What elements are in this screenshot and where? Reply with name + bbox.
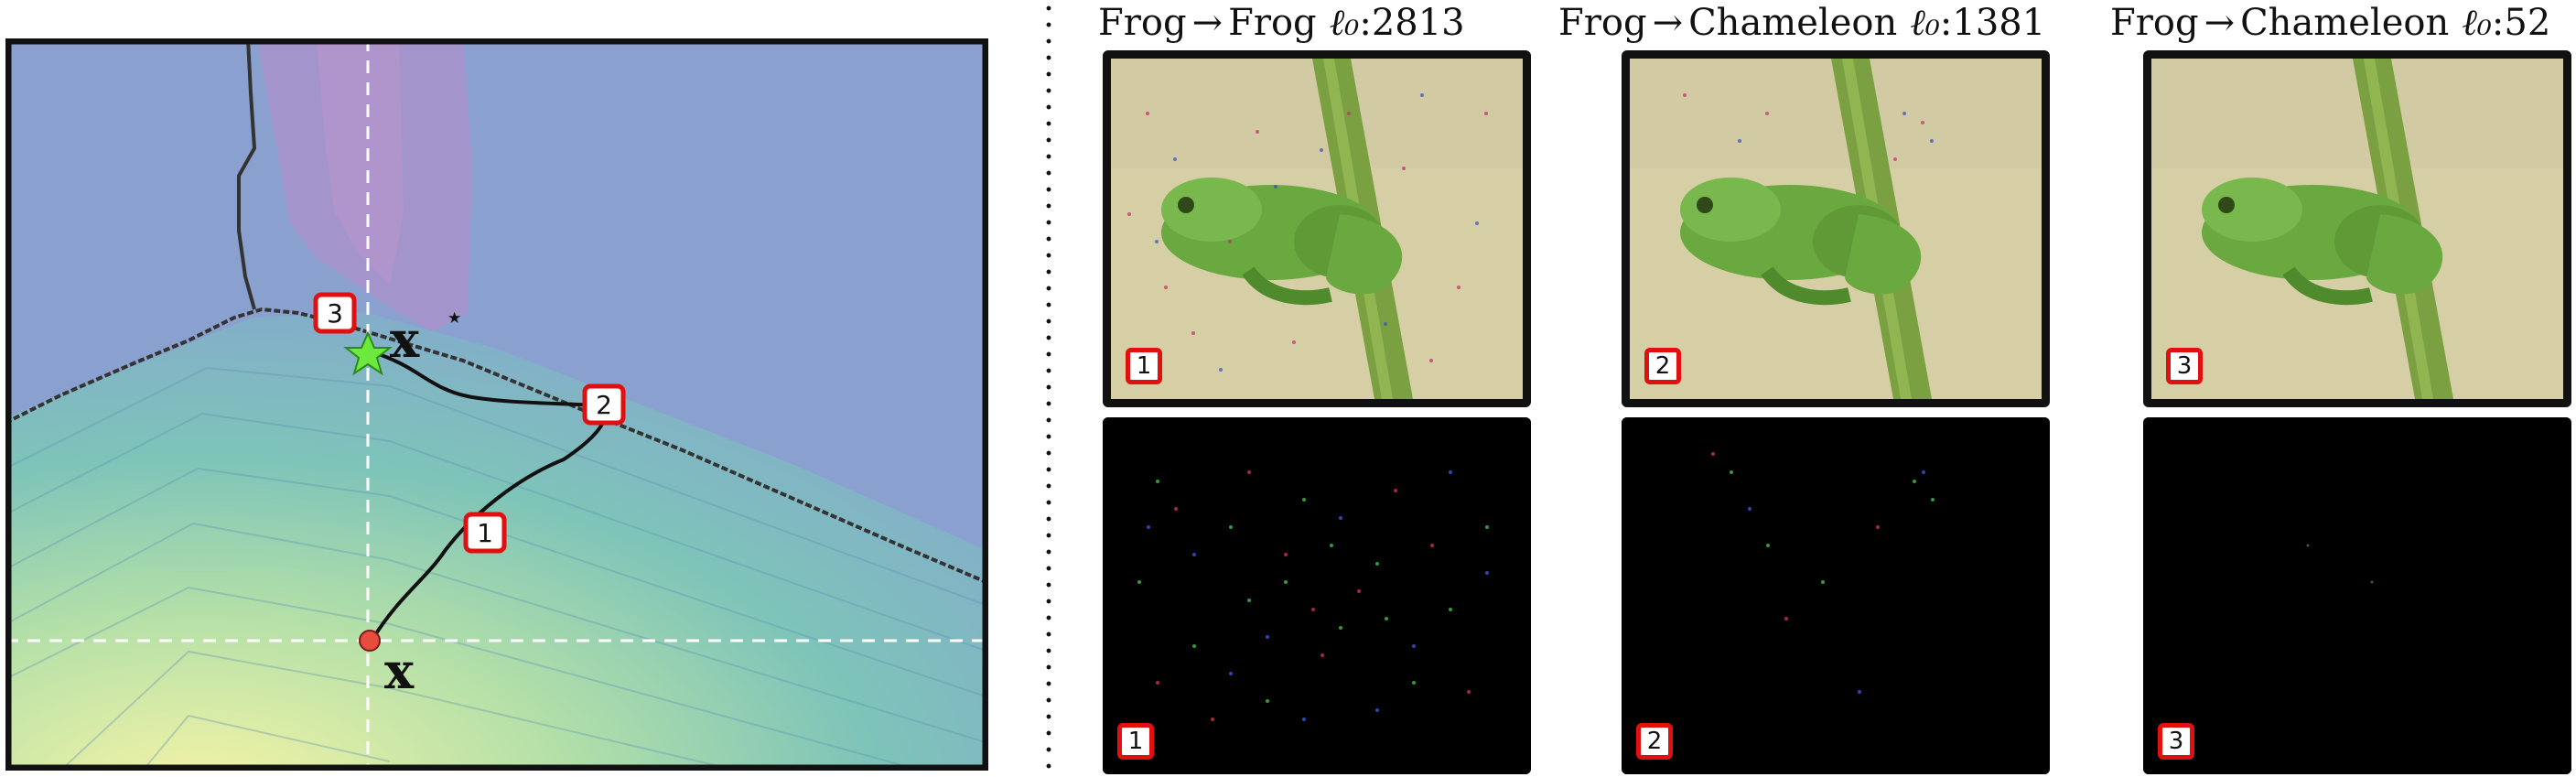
perturbation-map-1: 1: [1103, 417, 1531, 774]
image-badge-2: 2: [1644, 348, 1681, 384]
decision-boundary-plot: 1 2 3 x x ⋆: [5, 38, 989, 772]
frog-image: [1111, 59, 1523, 399]
contour-lines: [5, 366, 988, 771]
image-badge-3: 3: [2166, 348, 2203, 384]
purple-inner-region: [317, 38, 404, 286]
step-badge-1: 1: [463, 512, 507, 554]
adversarial-image-2: 2: [1622, 50, 2050, 407]
plot-frame: [5, 38, 989, 772]
adversarial-image-3: 3: [2143, 50, 2571, 407]
decision-boundary-main: [5, 307, 989, 585]
adversarial-label: x: [390, 310, 420, 369]
vertical-dotted-divider: [1046, 0, 1051, 777]
svg-text:1: 1: [477, 518, 493, 548]
perturbation-badge-1: 1: [1117, 723, 1154, 760]
decision-boundary-vertical: [237, 38, 257, 310]
origin-label: x: [384, 642, 415, 700]
svg-text:3: 3: [327, 298, 343, 329]
perturbation-map-2: 2: [1622, 417, 2050, 774]
contour-canvas: 1 2 3 x x ⋆: [5, 38, 989, 772]
perturbation-map-3: 3: [2143, 417, 2571, 774]
image-badge-1: 1: [1126, 348, 1162, 384]
step-badge-3: 3: [313, 292, 357, 334]
svg-text:2: 2: [596, 390, 612, 420]
perturbation-noise: [1622, 417, 2050, 774]
adversarial-point-star-icon: [343, 330, 393, 376]
origin-point-marker: [359, 630, 381, 652]
perturbation-badge-3: 3: [2158, 723, 2194, 760]
frog-image: [1630, 59, 2042, 399]
perturbation-noise: [2143, 417, 2571, 774]
perturbation-noise: [1103, 417, 1531, 774]
adversarial-star-superscript: ⋆: [445, 299, 464, 336]
perturbation-badge-2: 2: [1636, 723, 1673, 760]
step-badge-2: 2: [582, 383, 626, 426]
adversarial-image-1: 1: [1103, 50, 1531, 407]
frog-image: [2151, 59, 2563, 399]
